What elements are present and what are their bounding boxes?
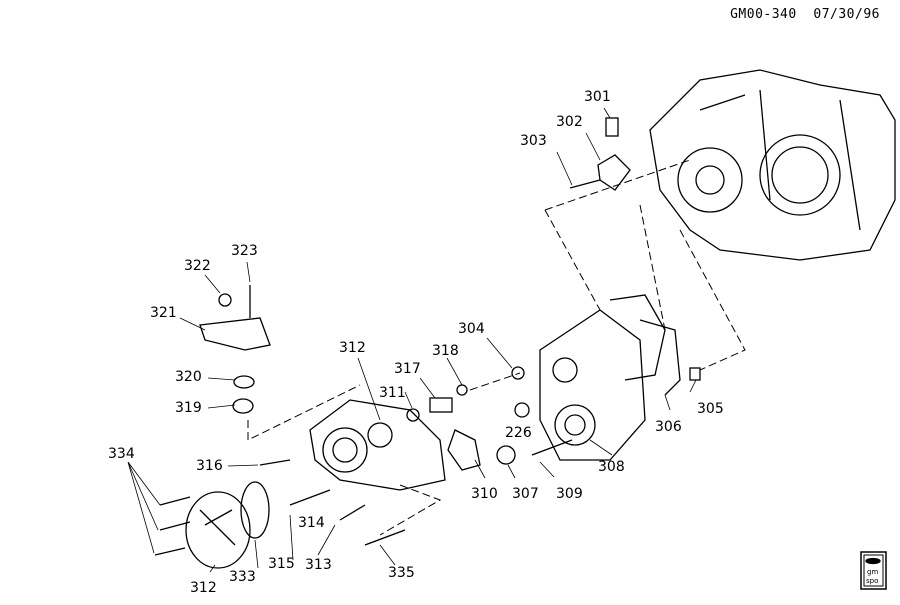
callout-334: 334 xyxy=(108,446,135,462)
callout-320: 320 xyxy=(175,369,202,385)
callout-306: 306 xyxy=(655,419,682,435)
callout-318: 318 xyxy=(432,343,459,359)
callout-317: 317 xyxy=(394,361,421,377)
callout-302: 302 xyxy=(556,114,583,130)
callout-305: 305 xyxy=(697,401,724,417)
callout-301: 301 xyxy=(584,89,611,105)
small-parts-drawing xyxy=(154,117,701,556)
callout-303: 303 xyxy=(520,133,547,149)
callout-308: 308 xyxy=(598,459,625,475)
svg-text:spo: spo xyxy=(866,577,878,585)
callout-319: 319 xyxy=(175,400,202,416)
callout-316: 316 xyxy=(196,458,223,474)
callout-307: 307 xyxy=(512,486,539,502)
diagram-code-date: GM00-340 07/30/96 xyxy=(730,7,880,22)
gm-spo-logo: gm spo xyxy=(860,551,887,590)
callout-313: 313 xyxy=(305,557,332,573)
callout-226: 226 xyxy=(505,425,532,441)
callout-333: 333 xyxy=(229,569,256,585)
front-cover-drawing xyxy=(539,294,666,461)
callout-315: 315 xyxy=(268,556,295,572)
callout-312-housing: 312 xyxy=(339,340,366,356)
callout-304: 304 xyxy=(458,321,485,337)
svg-text:gm: gm xyxy=(867,568,878,576)
pump-cover-drawing xyxy=(185,481,270,569)
leader-lines xyxy=(247,159,746,536)
water-pump-housing-drawing xyxy=(309,399,446,491)
diagram-code: GM00-340 xyxy=(730,7,797,22)
callout-322: 322 xyxy=(184,258,211,274)
callout-310: 310 xyxy=(471,486,498,502)
callout-312-cover: 312 xyxy=(190,580,217,596)
callout-321: 321 xyxy=(150,305,177,321)
callout-311: 311 xyxy=(379,385,406,401)
callout-335: 335 xyxy=(388,565,415,581)
callout-323: 323 xyxy=(231,243,258,259)
engine-block-drawing xyxy=(649,69,896,261)
diagram-date: 07/30/96 xyxy=(813,7,880,22)
callout-leaders xyxy=(127,107,697,573)
callout-314: 314 xyxy=(298,515,325,531)
callout-309: 309 xyxy=(556,486,583,502)
